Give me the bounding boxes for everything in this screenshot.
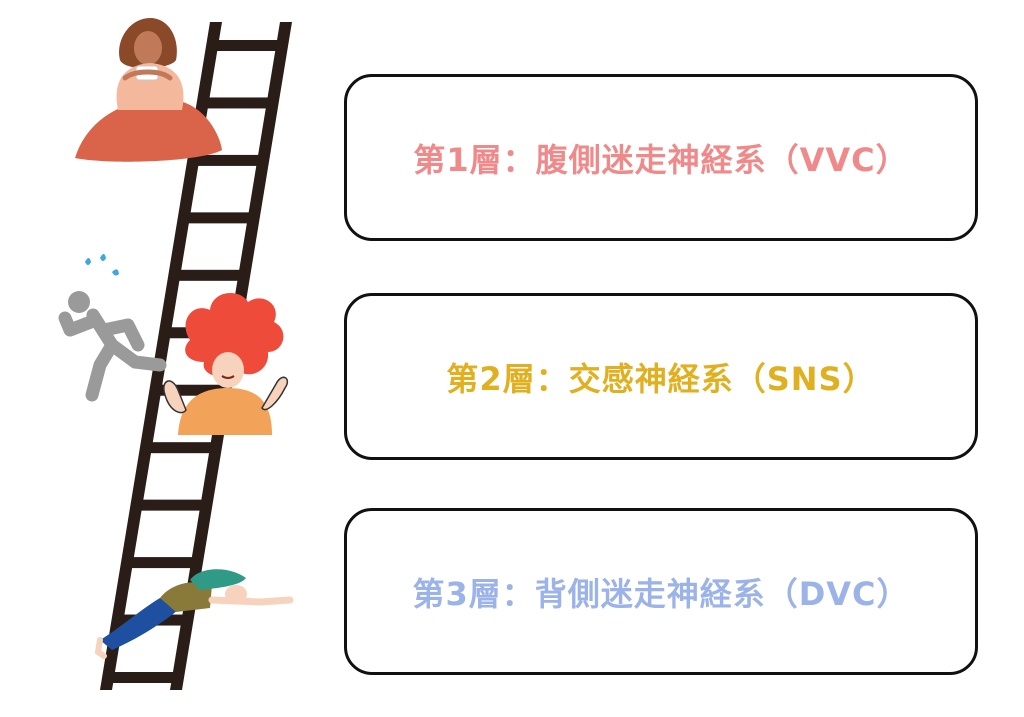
stressed-person-icon: [163, 292, 289, 435]
ladder-rung: [127, 557, 198, 569]
ladder-rung: [137, 499, 208, 511]
layer-box-1: 第1層：腹側迷走神経系（VVC）: [344, 74, 978, 241]
collapsed-person-icon: [94, 569, 294, 659]
layer-label-dvc: 第3層：背側迷走神経系（DVC）: [412, 574, 910, 613]
ladder-rung: [146, 442, 217, 454]
ladder-rail-left: [100, 22, 222, 690]
layer-box-3: 第3層：背側迷走神経系（DVC）: [344, 508, 978, 675]
layer-label-sns: 第2層：交感神経系（SNS）: [446, 359, 876, 398]
ladder-rung: [156, 384, 227, 396]
calm-person-icon: [75, 18, 222, 162]
layer-box-2: 第2層：交感神経系（SNS）: [344, 293, 978, 460]
sweat-drops-icon: [85, 254, 119, 276]
ladder-rung: [184, 212, 255, 224]
ladder-rung: [175, 269, 246, 281]
ladder-rung: [213, 40, 284, 51]
ladder-rung: [203, 97, 274, 109]
layer-label-vvc: 第1層：腹側迷走神経系（VVC）: [413, 140, 909, 179]
ladder-rung: [108, 672, 179, 683]
running-person-icon: [58, 254, 167, 402]
ladder-rung: [194, 154, 265, 166]
